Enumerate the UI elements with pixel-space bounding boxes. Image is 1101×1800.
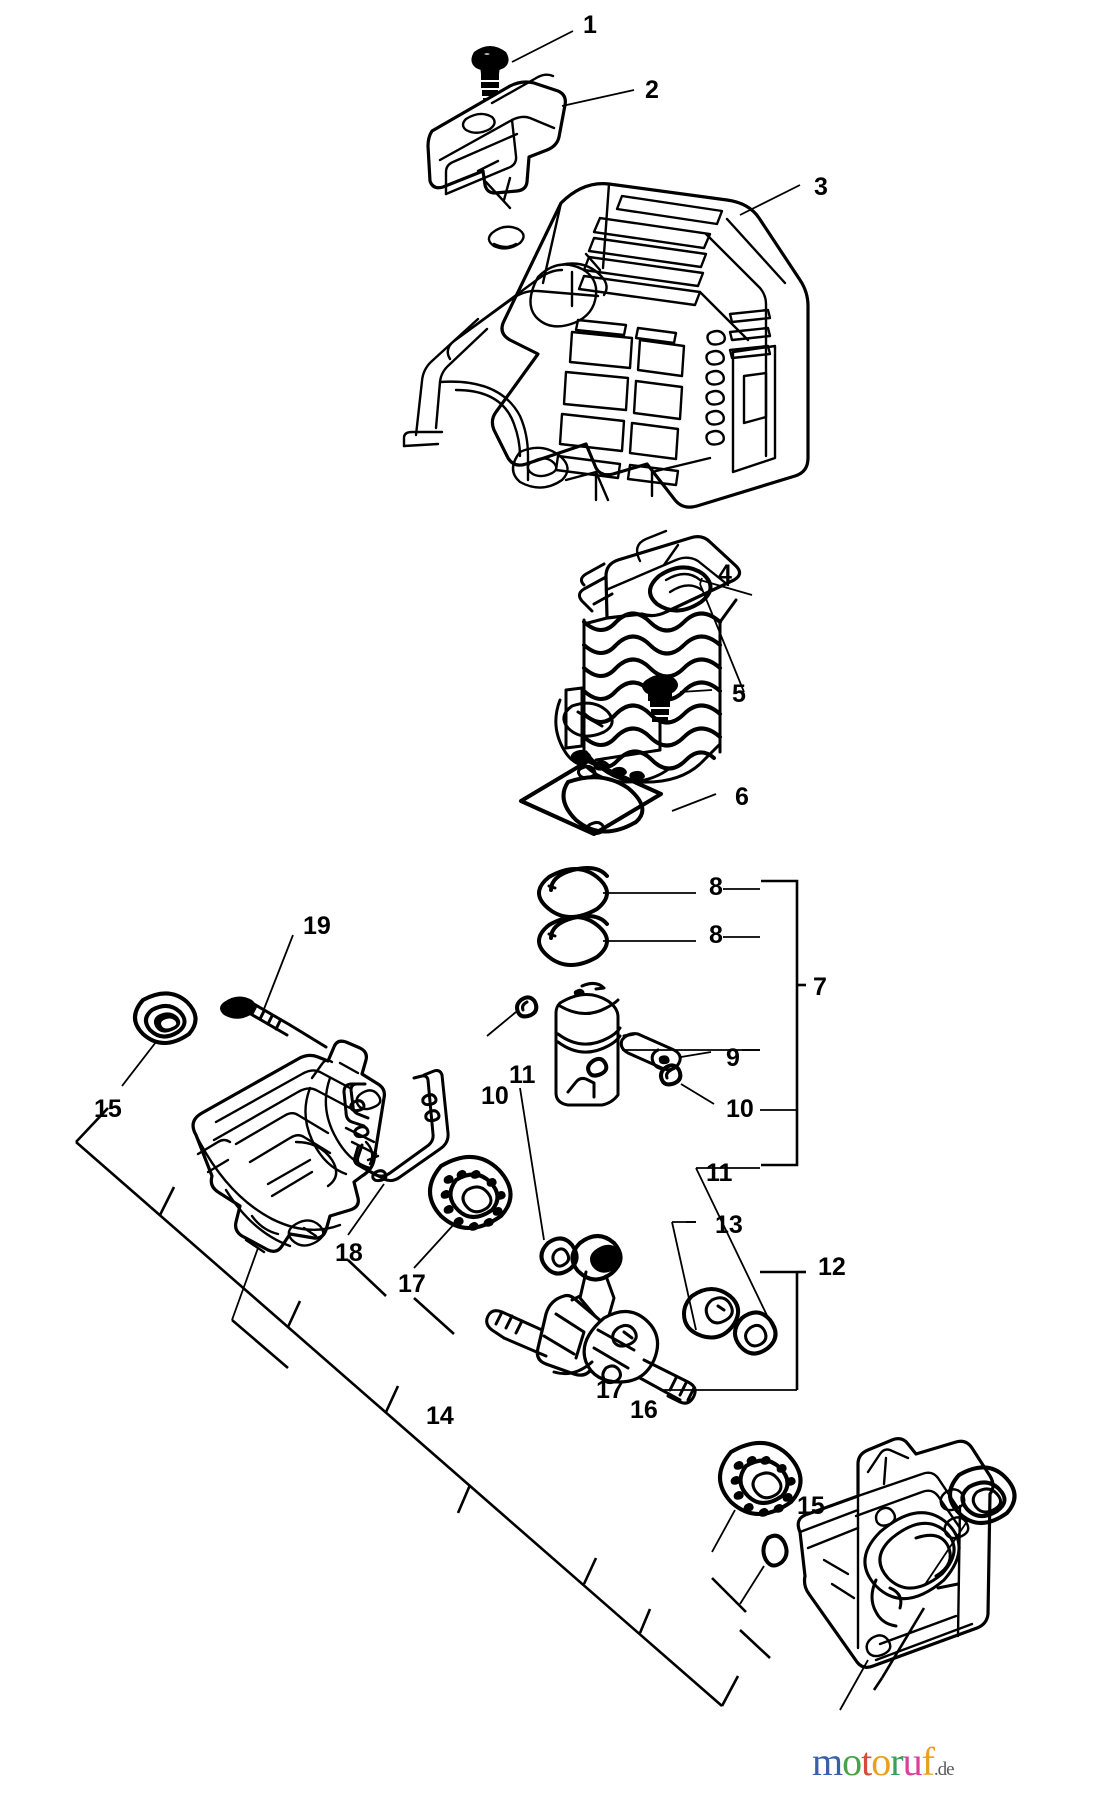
part-main-bearing-left-17 — [428, 1154, 513, 1231]
callout-8-upper[interactable]: 8 — [709, 873, 723, 901]
watermark-letter: t — [861, 1739, 872, 1784]
callout-12[interactable]: 12 — [818, 1253, 846, 1281]
callout-4[interactable]: 4 — [718, 560, 732, 588]
callout-15-left[interactable]: 15 — [94, 1095, 122, 1123]
part-oil-seal-left-15 — [133, 991, 198, 1045]
part-needle-bearing-right-11 — [733, 1310, 778, 1356]
part-crankcase-right-14 — [796, 1437, 995, 1669]
watermark-letter: o — [842, 1739, 862, 1784]
part-dowel-pin-16 — [761, 1533, 789, 1568]
part-choke-cover-2 — [426, 73, 567, 210]
watermark-suffix: .de — [933, 1759, 955, 1780]
callout-9[interactable]: 9 — [726, 1044, 740, 1072]
watermark-letter: f — [921, 1739, 935, 1784]
callout-3[interactable]: 3 — [814, 173, 828, 201]
part-crankcase-left-14 — [191, 1039, 386, 1254]
callout-11-left[interactable]: 11 — [509, 1061, 536, 1089]
watermark-letter: m — [812, 1739, 843, 1784]
callout-14[interactable]: 14 — [426, 1402, 454, 1430]
part-engine-cover-3 — [402, 182, 810, 509]
part-crankcase-screw-19 — [220, 996, 328, 1049]
callout-8-lower[interactable]: 8 — [709, 921, 723, 949]
watermark-letter: o — [871, 1739, 891, 1784]
part-pin-clip-left-10 — [515, 995, 539, 1019]
part-pin-clip-right-10 — [659, 1063, 683, 1087]
callout-13[interactable]: 13 — [715, 1211, 743, 1239]
callout-15-right[interactable]: 15 — [797, 1492, 825, 1520]
part-crankshaft-12 — [485, 1234, 697, 1405]
callout-6[interactable]: 6 — [735, 783, 749, 811]
part-piston-ring-lower-8 — [537, 914, 609, 967]
watermark-letter: r — [890, 1739, 903, 1784]
callout-10-left[interactable]: 10 — [481, 1082, 509, 1110]
callout-7[interactable]: 7 — [813, 973, 827, 1001]
callout-10-right[interactable]: 10 — [726, 1095, 754, 1123]
callout-17-right[interactable]: 17 — [596, 1376, 624, 1404]
watermark-letter: u — [902, 1739, 923, 1784]
callout-11-right[interactable]: 11 — [706, 1159, 733, 1187]
part-main-bearing-right-17 — [718, 1440, 803, 1517]
callout-19[interactable]: 19 — [303, 912, 331, 940]
part-piston-pin-9 — [619, 1032, 682, 1072]
part-oil-seal-right-15 — [948, 1465, 1017, 1525]
part-cylinder-gasket-6 — [519, 759, 663, 836]
callout-16[interactable]: 16 — [630, 1396, 658, 1424]
part-cylinder-4 — [554, 529, 742, 784]
part-cylinder-bolt-5 — [594, 674, 678, 762]
callout-2[interactable]: 2 — [645, 76, 659, 104]
part-crank-pin-bearing-13 — [682, 1287, 741, 1340]
motoruf-watermark: motoruf.de — [812, 1739, 955, 1784]
callout-18[interactable]: 18 — [335, 1239, 363, 1267]
watermark-letters: motoruf — [812, 1739, 935, 1784]
part-piston-7 — [554, 981, 622, 1107]
callout-17-left[interactable]: 17 — [398, 1270, 426, 1298]
callout-5[interactable]: 5 — [732, 680, 746, 708]
callout-1[interactable]: 1 — [583, 11, 597, 39]
part-needle-bearing-left-11 — [539, 1236, 579, 1276]
part-crankcase-gasket-18 — [342, 1069, 450, 1183]
part-piston-ring-upper-8 — [537, 866, 609, 919]
